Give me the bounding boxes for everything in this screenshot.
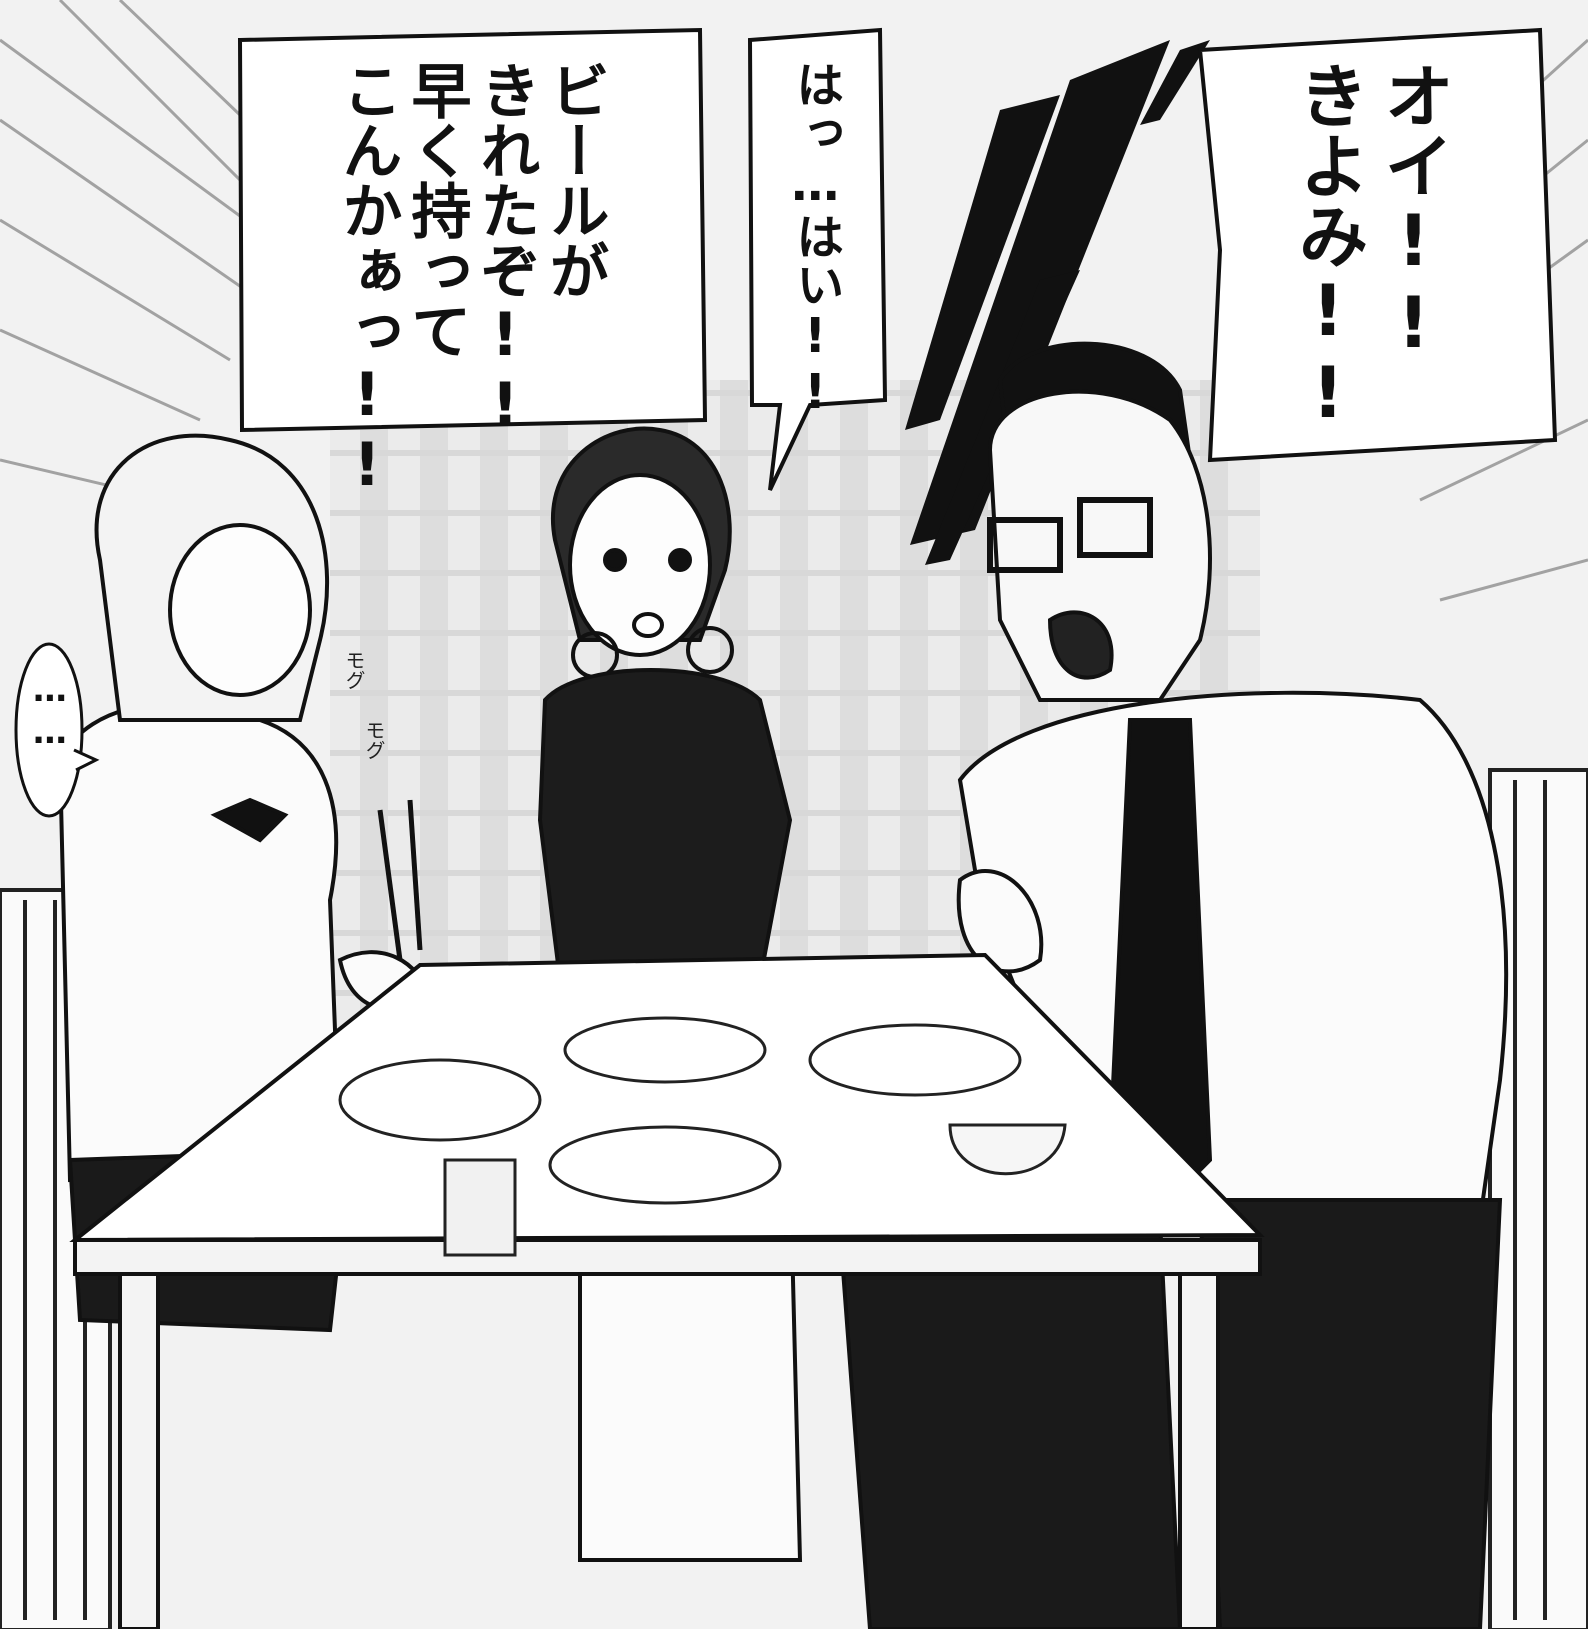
bubble-shape [1197, 27, 1558, 463]
bubble-line: はっ…はい!! [787, 60, 844, 420]
bubble-shape [237, 27, 708, 433]
dishes [338, 1016, 1067, 1257]
speech-bubble-ellipsis: …… [14, 640, 100, 820]
sfx-mogu-1: モグ [342, 650, 366, 690]
speech-bubble-beer: ビールが きれたぞ!! 早く持って こんかぁっ!! [230, 20, 710, 500]
bubble-shape [14, 642, 100, 818]
speech-bubble-hai: はっ…はい!! [740, 20, 890, 491]
bubble-line: こんかぁっ!! [332, 60, 402, 500]
plate-right [808, 1023, 1022, 1097]
bubble-line: 早く持って [401, 60, 471, 360]
bubble-line: オイ!! [1372, 60, 1455, 364]
bubble-line: ビールが [539, 60, 609, 300]
table [69, 952, 1265, 1629]
chair-right [1488, 768, 1588, 1629]
speech-bubble-oi: オイ!! きよみ!! [1180, 20, 1560, 470]
glass [443, 1158, 517, 1257]
bubble-line: きれたぞ!! [470, 60, 540, 440]
rice-bowl [948, 1123, 1067, 1176]
plate-center [563, 1016, 767, 1084]
bubble-shape [747, 27, 888, 491]
bubble-line: …… [29, 670, 70, 754]
plate-noodles [338, 1058, 542, 1142]
sfx-mogu-2: モグ [362, 720, 386, 760]
plate-front [548, 1125, 782, 1205]
bubble-line: きよみ!! [1287, 60, 1369, 434]
